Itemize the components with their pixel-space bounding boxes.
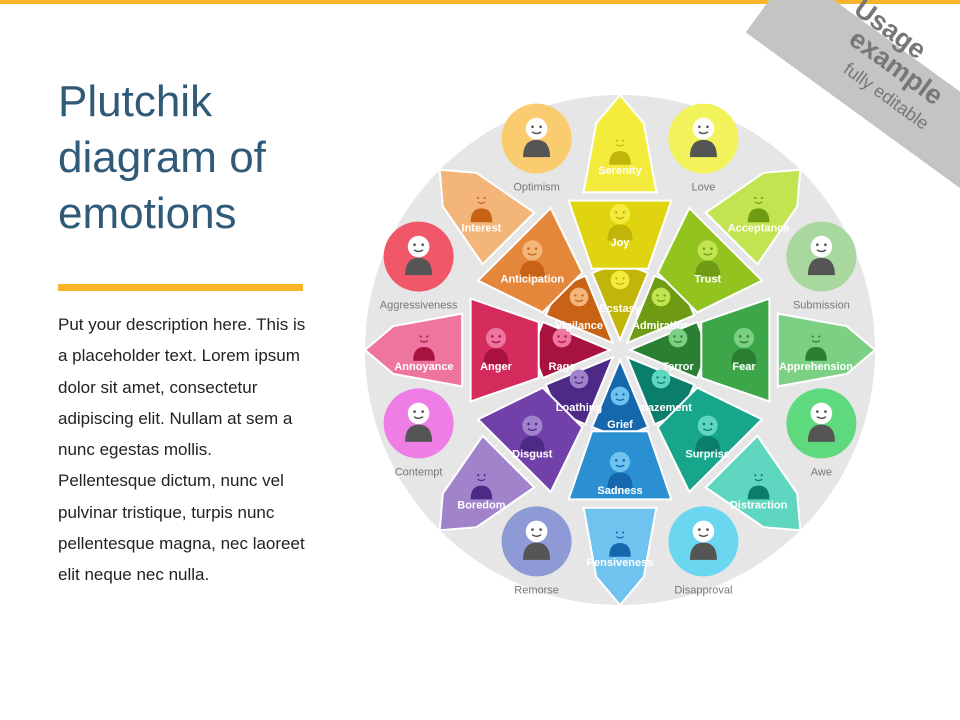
emotion-label-ecstasy: Ecstasy: [599, 303, 641, 315]
emotion-label-serenity: Serenity: [598, 165, 642, 177]
dyad-remorse: Remorse: [501, 506, 572, 596]
thinking-icon: [519, 240, 545, 277]
disgusted-icon: [519, 415, 545, 453]
surprised-icon: [747, 467, 770, 500]
dyad-face-icon: [405, 402, 433, 442]
dyad-label-disapproval: Disapproval: [674, 584, 732, 596]
hug-icon: [695, 240, 721, 277]
scared-icon: [731, 327, 757, 365]
petal-segment-anger: [469, 297, 540, 403]
sad-icon: [607, 451, 633, 489]
emotion-label-anger: Anger: [480, 361, 513, 373]
hug-icon: [747, 190, 770, 223]
petal-segment-fear: [700, 297, 771, 403]
dyad-face-icon: [689, 520, 717, 560]
surprised-icon: [649, 369, 673, 404]
angry-icon: [550, 328, 574, 363]
dyad-submission: Submission: [786, 221, 857, 312]
emotion-label-trust: Trust: [694, 273, 721, 285]
smiley-icon: [607, 203, 633, 241]
smiley-icon: [608, 270, 632, 305]
dyad-label-aggressiveness: Aggressiveness: [380, 300, 458, 312]
dyad-label-awe: Awe: [811, 466, 832, 478]
emotion-label-anticipation: Anticipation: [501, 273, 565, 285]
plutchik-wheel: EcstasyJoySerenityAdmirationTrustAccepta…: [363, 93, 877, 607]
dyad-love: Love: [668, 103, 739, 194]
dyad-label-submission: Submission: [793, 300, 850, 312]
emotion-label-loathing: Loathing: [556, 402, 602, 414]
dyad-face-icon: [807, 235, 835, 276]
hug-icon: [649, 287, 673, 322]
emotion-label-annoyance: Annoyance: [394, 361, 453, 373]
description-text: Put your description here. This is a pla…: [58, 315, 306, 585]
petal-fear: Terror Fear Apprehension: [627, 297, 877, 403]
angry-icon: [413, 329, 435, 361]
emotion-label-vigilance: Vigilance: [555, 320, 603, 332]
dyad-awe: Awe: [786, 388, 857, 478]
disgusted-icon: [470, 467, 493, 500]
scared-icon: [805, 329, 827, 361]
scared-icon: [666, 328, 690, 363]
dyad-label-optimism: Optimism: [513, 182, 559, 194]
disgusted-icon: [567, 369, 591, 404]
petal-segment-annoyance: [363, 312, 464, 388]
emotion-label-amazement: Amazement: [630, 402, 692, 414]
emotion-label-boredom: Boredom: [457, 500, 506, 512]
petal-anger: Rage Anger Annoyance: [363, 297, 613, 403]
dyad-aggressiveness: Aggressiveness: [380, 221, 458, 312]
dyad-optimism: Optimism: [501, 103, 572, 194]
emotion-label-surprise: Surprise: [685, 449, 730, 461]
dyad-label-remorse: Remorse: [514, 584, 559, 596]
emotion-label-fear: Fear: [732, 361, 756, 373]
emotion-label-sadness: Sadness: [597, 485, 642, 497]
emotion-label-interest: Interest: [462, 222, 502, 234]
emotion-label-grief: Grief: [607, 419, 633, 431]
dyad-face-icon: [689, 117, 717, 158]
surprised-icon: [695, 415, 721, 453]
emotion-label-rage: Rage: [549, 361, 576, 373]
dyad-disapproval: Disapproval: [668, 506, 739, 596]
emotion-label-terror: Terror: [662, 361, 694, 373]
emotion-label-disgust: Disgust: [512, 449, 553, 461]
top-accent-bar: [0, 0, 960, 4]
page-title: Plutchik diagram of emotions: [58, 77, 266, 238]
emotion-label-acceptance: Acceptance: [728, 222, 790, 234]
sad-icon: [609, 525, 631, 557]
angry-icon: [483, 327, 509, 365]
emotion-label-joy: Joy: [611, 237, 631, 249]
petal-anticipation: Vigilance Anticipation Interest: [438, 168, 615, 345]
title-underline: [58, 284, 303, 291]
emotion-label-distraction: Distraction: [730, 500, 788, 512]
dyad-label-love: Love: [691, 182, 715, 194]
smiley-icon: [609, 133, 631, 165]
petals-layer: EcstasyJoySerenityAdmirationTrustAccepta…: [363, 93, 877, 607]
emotion-label-pensiveness: Pensiveness: [587, 557, 654, 569]
dyad-face-icon: [523, 117, 551, 158]
dyad-face-icon: [807, 402, 835, 442]
dyad-label-contempt: Contempt: [395, 466, 443, 478]
dyad-face-icon: [523, 520, 551, 560]
petal-joy: Ecstasy Joy Serenity: [567, 93, 673, 343]
thinking-icon: [470, 190, 493, 223]
sad-icon: [608, 386, 632, 421]
dyad-face-icon: [405, 235, 433, 276]
emotion-label-apprehension: Apprehension: [779, 361, 853, 373]
petal-segment-apprehension: [776, 312, 877, 388]
dyad-contempt: Contempt: [383, 388, 454, 478]
thinking-icon: [567, 287, 591, 322]
